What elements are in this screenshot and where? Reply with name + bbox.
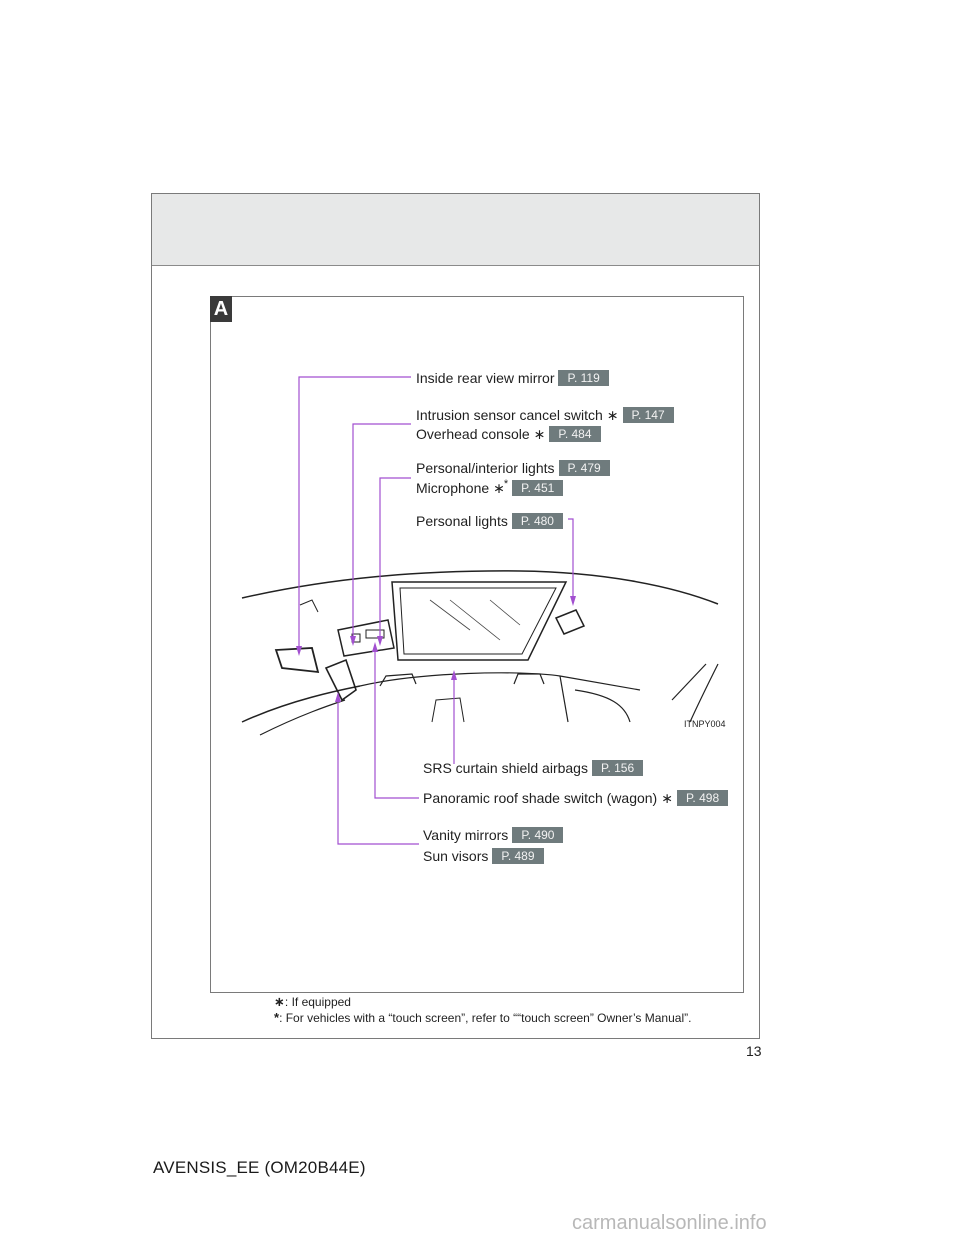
page-ref-tag[interactable]: P. 479 bbox=[558, 460, 610, 477]
callout-label: Intrusion sensor cancel switch bbox=[416, 407, 603, 423]
callout-label: Microphone bbox=[416, 480, 490, 496]
footnote-if-equipped: ∗: If equipped bbox=[274, 994, 691, 1010]
callout-intrusion-sensor: Intrusion sensor cancel switch∗P. 147 bbox=[416, 406, 674, 424]
page-ref-tag[interactable]: P. 489 bbox=[492, 848, 544, 865]
footnotes: ∗: If equipped *: For vehicles with a “t… bbox=[274, 994, 691, 1026]
callout-overhead-console: Overhead console∗P. 484 bbox=[416, 425, 601, 443]
callout-label: Personal lights bbox=[416, 513, 508, 529]
footer-manual-code: AVENSIS_EE (OM20B44E) bbox=[153, 1158, 366, 1177]
callout-label: Inside rear view mirror bbox=[416, 370, 555, 386]
page-ref-tag[interactable]: P. 451 bbox=[512, 480, 564, 497]
page-ref-tag[interactable]: P. 490 bbox=[512, 827, 564, 844]
footnote-text: : If equipped bbox=[284, 995, 351, 1009]
header-band bbox=[152, 194, 759, 266]
callout-label: Overhead console bbox=[416, 426, 530, 442]
page-ref-tag[interactable]: P. 498 bbox=[676, 790, 729, 807]
page-ref-tag[interactable]: P. 156 bbox=[591, 760, 644, 777]
figure-box: A bbox=[210, 296, 744, 993]
footnote-touch-screen: *: For vehicles with a “touch screen”, r… bbox=[274, 1010, 691, 1026]
callout-label: Personal/interior lights bbox=[416, 460, 555, 476]
page-frame: A bbox=[151, 193, 760, 1039]
if-equipped-icon: ∗ bbox=[606, 407, 619, 423]
watermark: carmanualsonline.info bbox=[572, 1212, 767, 1234]
page-ref-tag[interactable]: P. 484 bbox=[549, 426, 601, 443]
touch-screen-note-icon: * bbox=[274, 1010, 280, 1025]
callout-microphone: Microphone∗*P. 451 bbox=[416, 478, 564, 499]
footnote-text: : For vehicles with a “touch screen”, re… bbox=[279, 1011, 692, 1025]
section-badge: A bbox=[210, 296, 232, 322]
if-equipped-icon: ∗ bbox=[274, 994, 285, 1009]
callout-label: Panoramic roof shade switch (wagon) bbox=[423, 790, 658, 806]
callout-panoramic-roof-shade: Panoramic roof shade switch (wagon)∗P. 4… bbox=[423, 789, 729, 807]
if-equipped-icon: ∗ bbox=[533, 426, 546, 442]
image-code: ITNPY004 bbox=[684, 719, 726, 729]
page-number: 13 bbox=[746, 1043, 762, 1059]
if-equipped-icon: ∗ bbox=[661, 790, 673, 806]
callout-label: Sun visors bbox=[423, 848, 489, 864]
touch-screen-note-icon: * bbox=[503, 478, 509, 490]
if-equipped-icon: ∗ bbox=[493, 480, 505, 496]
callout-label: Vanity mirrors bbox=[423, 827, 509, 843]
page-ref-tag[interactable]: P. 119 bbox=[558, 370, 609, 387]
page-ref-tag[interactable]: P. 480 bbox=[511, 513, 563, 530]
page-ref-tag[interactable]: P. 147 bbox=[622, 407, 674, 424]
callout-label: SRS curtain shield airbags bbox=[423, 760, 588, 776]
